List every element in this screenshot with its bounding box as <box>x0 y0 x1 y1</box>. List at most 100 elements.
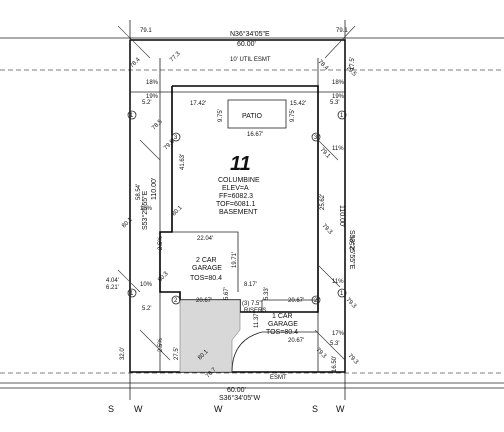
grade-elev: 77.3 <box>169 50 182 63</box>
dim-depth-left2: 41.63' <box>180 154 186 170</box>
dim-side-left-front: 5.2' <box>142 306 152 312</box>
lot-number: 11 <box>230 153 251 175</box>
model-name: COLUMBINE <box>218 177 260 184</box>
marker-circle <box>337 288 347 298</box>
marker-label: 1 <box>130 291 134 297</box>
bottom-bearing: S36°34'05"W <box>219 394 261 402</box>
garage1-tos: TOS=80.4 <box>266 329 298 336</box>
dim-side-right: 5.3' <box>330 100 340 106</box>
right-bearing: S53°25'55"E <box>348 230 356 270</box>
top-easement-label: 10' UTIL ESMT <box>230 57 271 63</box>
grade-arrow <box>139 139 161 161</box>
patio-outline <box>227 99 287 129</box>
bottom-length: 60.00' <box>227 387 246 394</box>
marker-label: 2 <box>314 298 318 304</box>
patio-depth-right: 9.75' <box>290 109 296 122</box>
marker-circle <box>171 295 181 305</box>
grade-arrow <box>317 139 339 161</box>
left-bearing: S53°25'55"E <box>141 190 149 230</box>
grade-elev: 79.3 <box>347 353 360 366</box>
patio-label: PATIO <box>242 113 263 120</box>
marker-label: 2 <box>174 298 178 304</box>
marker-label: 1 <box>340 113 344 119</box>
grade-elev: 78.5 <box>151 118 164 131</box>
foundation-type: BASEMENT <box>219 209 258 216</box>
dim-riser: (3) 7.5" <box>242 301 261 307</box>
driveway <box>179 299 241 373</box>
marker-circle <box>311 295 321 305</box>
street-letter: W <box>134 404 143 414</box>
grade-elev: 78.4 <box>129 56 142 69</box>
street-letter: S <box>312 404 318 414</box>
patio-left-offset: 17.42' <box>190 101 206 107</box>
marker-label: 3 <box>174 135 178 141</box>
street-letter: S <box>108 404 114 414</box>
grade-arrow <box>139 329 171 361</box>
garage1-width-top: 20.67' <box>288 298 304 304</box>
left-length: 110.00' <box>151 178 158 200</box>
slope-label: 2.5% <box>158 338 164 352</box>
grade-arrow <box>314 329 346 361</box>
slope-label: 18% <box>332 80 345 86</box>
patio-right-offset: 15.42' <box>290 101 306 107</box>
slope-label: 2.5% <box>350 236 356 250</box>
slope-label: 10% <box>140 282 153 288</box>
elevation: ELEV=A <box>222 185 249 192</box>
marker-circle <box>127 110 137 120</box>
dim-top-right: 17.5' <box>350 57 356 70</box>
bottom-easement-label: ESMT <box>270 375 287 381</box>
marker-circle <box>337 110 347 120</box>
garage1-width-bottom: 20.67' <box>288 338 304 344</box>
garage2-depth: 19.71' <box>232 252 238 268</box>
right-length: 110.00' <box>338 205 345 227</box>
top-of-foundation: TOF=6081.1 <box>216 201 255 208</box>
grade-elev: 79.1 <box>336 28 348 34</box>
slope-label: 17% <box>332 331 345 337</box>
marker-label: 1 <box>130 113 134 119</box>
dim-side-left: 5.2' <box>142 100 152 106</box>
dim-left-small2: 6.21' <box>106 285 119 291</box>
garage1-line1: 1 CAR <box>272 313 293 320</box>
slope-label: 11% <box>332 146 344 152</box>
grade-arrow <box>324 25 356 59</box>
dim-offset-b: 8.17' <box>244 282 257 288</box>
garage2-outline <box>172 231 239 292</box>
garage2-width-top: 22.04' <box>197 236 213 242</box>
finished-floor: FF=6082.3 <box>219 193 253 200</box>
dim-front-left: 27.5' <box>174 347 180 360</box>
patio-width: 16.67' <box>247 132 263 138</box>
garage2-line2: GARAGE <box>192 265 222 272</box>
grade-elev: 79.3 <box>345 297 358 310</box>
grade-elev: 80.1 <box>171 204 184 217</box>
slope-label: 19% <box>146 94 159 100</box>
marker-circle <box>171 132 181 142</box>
slope-label: 18% <box>146 80 159 86</box>
grade-elev: 79.1 <box>140 28 152 34</box>
dim-offset-a: 5.67' <box>224 287 230 300</box>
marker-circle <box>311 132 321 142</box>
slope-label: 2.5% <box>158 236 164 250</box>
slope-label: 10% <box>140 206 153 212</box>
dim-left-small: 4.04' <box>106 278 119 284</box>
street-letter: W <box>336 404 345 414</box>
garage1-line2: GARAGE <box>268 321 298 328</box>
dim-front-setback: 32.0' <box>120 347 126 360</box>
dim-right-side: 16.50' <box>332 356 338 372</box>
dim-riser-label: RISERS <box>244 308 266 314</box>
dim-offset-c: 5.33' <box>264 287 270 300</box>
grade-elev: 80.3 <box>157 270 170 283</box>
grade-arrow <box>117 269 141 293</box>
top-bearing: N36°34'05"E <box>230 30 270 38</box>
dim-side-right-front: 5.3' <box>330 341 340 347</box>
marker-label: 3 <box>314 135 318 141</box>
grade-elev: 79.1 <box>319 147 332 160</box>
slope-label: 19% <box>332 94 345 100</box>
garage1-depth: 11.37' <box>254 312 260 328</box>
grade-elev: 79.3 <box>321 223 334 236</box>
garage2-width-bottom: 20.67' <box>196 298 212 304</box>
grade-elev: 79.3 <box>315 347 328 360</box>
garage2-line1: 2 CAR <box>196 257 217 264</box>
grade-arrow <box>317 264 341 288</box>
marker-label: 1 <box>340 291 344 297</box>
